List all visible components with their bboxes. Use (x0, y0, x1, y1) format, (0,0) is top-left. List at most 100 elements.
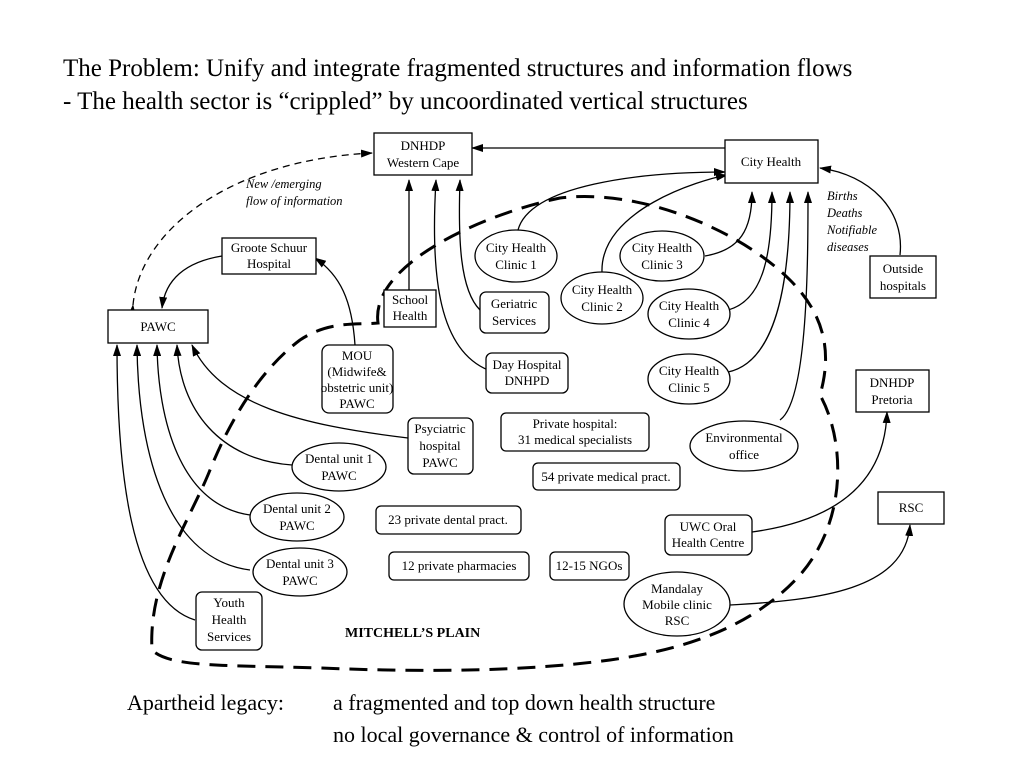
node-ch-clinic-3: City Health Clinic 3 (619, 230, 705, 282)
node-dental-1-line1: Dental unit 1 (305, 451, 373, 466)
node-dental-unit-2: Dental unit 2 PAWC (249, 492, 345, 542)
annotation-deaths: Deaths (826, 206, 863, 220)
node-groote-schuur-line2: Hospital (247, 256, 291, 271)
node-ch-clinic-5: City Health Clinic 5 (647, 353, 731, 405)
node-dnhdp-pretoria-line1: DNHDP (870, 375, 915, 390)
node-ch-clinic-1-line1: City Health (486, 240, 547, 255)
node-groote-schuur: Groote Schuur Hospital (221, 237, 317, 275)
node-pawc: PAWC (107, 309, 209, 344)
node-rsc: RSC (877, 491, 945, 525)
node-day-hospital: Day Hospital DNHPD (485, 352, 569, 394)
node-environmental-line2: office (729, 447, 759, 462)
node-ch-clinic-1-line2: Clinic 1 (495, 257, 537, 272)
node-dnhdp-pretoria-line2: Pretoria (871, 392, 912, 407)
footer-label: Apartheid legacy: (127, 690, 284, 715)
node-youth-line2: Health (212, 612, 247, 627)
node-mou: MOU (Midwife& obstetric unit) PAWC (321, 344, 394, 414)
node-geriatric-line1: Geriatric (491, 296, 537, 311)
node-dnhdp-wc-line2: Western Cape (387, 155, 459, 170)
node-city-health: City Health (724, 139, 819, 184)
node-youth-line1: Youth (213, 595, 245, 610)
node-outside-hospitals-line1: Outside (883, 261, 924, 276)
title-line-2: - The health sector is “crippled” by unc… (63, 88, 748, 115)
footer-line-2: no local governance & control of informa… (333, 722, 734, 747)
node-dental-2-line2: PAWC (279, 518, 314, 533)
node-ch-clinic-5-line1: City Health (659, 363, 720, 378)
area-label-mitchells-plain: MITCHELL’S PLAIN (345, 626, 480, 641)
node-ch-clinic-3-line1: City Health (632, 240, 693, 255)
node-dental-2-line1: Dental unit 2 (263, 501, 331, 516)
node-private-hospital-line1: Private hospital: (533, 416, 618, 431)
node-mandalay-line1: Mandalay (651, 581, 703, 596)
node-uwc-oral-line2: Health Centre (672, 535, 745, 550)
node-dnhdp-western-cape: DNHDP Western Cape (373, 132, 473, 176)
annotation-diseases: diseases (827, 240, 869, 254)
emerging-flow-arrow (127, 149, 373, 317)
node-city-health-label: City Health (741, 154, 802, 169)
node-ch-clinic-2-line1: City Health (572, 282, 633, 297)
node-day-hospital-line2: DNHPD (505, 373, 550, 388)
title-line-1: The Problem: Unify and integrate fragmen… (63, 55, 853, 82)
node-private-medical: 54 private medical pract. (532, 462, 681, 491)
annotation-notifiable: Notifiable (826, 223, 877, 237)
node-ch-clinic-2: City Health Clinic 2 (560, 271, 644, 325)
node-mandalay-mobile-clinic: Mandalay Mobile clinic RSC (623, 571, 731, 637)
node-groote-schuur-line1: Groote Schuur (231, 240, 308, 255)
node-private-dental-label: 23 private dental pract. (388, 512, 508, 527)
node-private-hospital-line2: 31 medical specialists (518, 432, 632, 447)
node-ngos: 12-15 NGOs (549, 551, 630, 581)
node-outside-hospitals-line2: hospitals (880, 278, 926, 293)
node-psychiatric-hospital: Psyciatric hospital PAWC (407, 417, 474, 475)
node-youth-health: Youth Health Services (195, 591, 263, 651)
node-pawc-label: PAWC (140, 319, 175, 334)
node-uwc-oral: UWC Oral Health Centre (664, 514, 753, 556)
node-day-hospital-line1: Day Hospital (493, 357, 562, 372)
node-private-dental: 23 private dental pract. (375, 505, 522, 535)
node-ngos-label: 12-15 NGOs (556, 558, 623, 573)
node-school-health-line1: School (392, 292, 429, 307)
node-psychiatric-line2: hospital (419, 438, 461, 453)
annotation-births: Births (827, 189, 858, 203)
footer-line-1: a fragmented and top down health structu… (333, 690, 716, 715)
node-mandalay-line3: RSC (665, 613, 690, 628)
node-geriatric-services: Geriatric Services (479, 291, 550, 334)
node-ch-clinic-3-line2: Clinic 3 (641, 257, 683, 272)
flow-arrows (113, 144, 914, 621)
node-mou-line2: (Midwife& (327, 364, 386, 379)
node-mandalay-line2: Mobile clinic (642, 597, 712, 612)
node-mou-line3: obstetric unit) (321, 380, 394, 395)
mitchells-plain-boundary (150, 195, 840, 672)
node-pharmacies-label: 12 private pharmacies (402, 558, 517, 573)
node-school-health-line2: Health (393, 308, 428, 323)
node-ch-clinic-1: City Health Clinic 1 (474, 229, 558, 283)
node-mou-line4: PAWC (339, 396, 374, 411)
node-ch-clinic-5-line2: Clinic 5 (668, 380, 710, 395)
node-outside-hospitals: Outside hospitals (869, 255, 937, 299)
node-uwc-oral-line1: UWC Oral (680, 519, 737, 534)
node-mou-line1: MOU (342, 348, 373, 363)
annotation-new-flow-line1: New /emerging (245, 177, 322, 191)
node-dnhdp-pretoria: DNHDP Pretoria (855, 369, 930, 413)
node-environmental-line1: Environmental (705, 430, 783, 445)
node-school-health: School Health (383, 289, 437, 328)
node-geriatric-line2: Services (492, 313, 536, 328)
node-rsc-label: RSC (899, 500, 924, 515)
node-private-hospital: Private hospital: 31 medical specialists (500, 412, 650, 452)
node-pharmacies: 12 private pharmacies (388, 551, 530, 581)
node-dnhdp-wc-line1: DNHDP (401, 138, 446, 153)
node-dental-3-line2: PAWC (282, 573, 317, 588)
node-dental-unit-3: Dental unit 3 PAWC (252, 547, 348, 597)
node-ch-clinic-4: City Health Clinic 4 (647, 288, 731, 340)
node-dental-3-line1: Dental unit 3 (266, 556, 334, 571)
node-ch-clinic-2-line2: Clinic 2 (581, 299, 623, 314)
node-dental-1-line2: PAWC (321, 468, 356, 483)
node-ch-clinic-4-line1: City Health (659, 298, 720, 313)
node-dental-unit-1: Dental unit 1 PAWC (291, 442, 387, 492)
node-youth-line3: Services (207, 629, 251, 644)
node-psychiatric-line1: Psyciatric (414, 421, 465, 436)
node-ch-clinic-4-line2: Clinic 4 (668, 315, 710, 330)
node-private-medical-label: 54 private medical pract. (541, 469, 670, 484)
annotation-new-flow-line2: flow of information (246, 194, 343, 208)
node-psychiatric-line3: PAWC (422, 455, 457, 470)
